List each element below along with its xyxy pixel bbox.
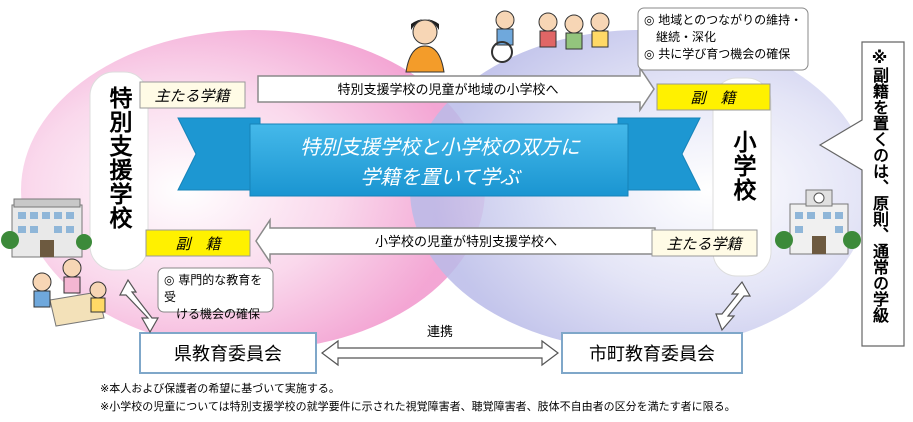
register-sub-right-box <box>656 83 771 111</box>
link-label: 連携 <box>427 324 453 340</box>
prefecture-board-label: 県教育委員会 <box>174 344 282 365</box>
register-main-right-box <box>651 229 758 257</box>
register-main-right-label: 主たる学籍 <box>666 235 743 253</box>
banner-line-1: 特別支援学校と小学校の双方に <box>300 135 581 159</box>
callout-bottom-left-box <box>157 267 274 313</box>
left-vertical-arrow <box>119 278 160 334</box>
bottom-arrow-label: 小学校の児童が特別支援学校へ <box>375 234 557 250</box>
callout-top-right-line-1: ◎ 地域とのつながりの維持・ <box>644 13 803 27</box>
study-group-illustration <box>32 258 107 327</box>
special-school-panel <box>89 71 149 271</box>
register-sub-left-box <box>145 229 251 257</box>
register-sub-left-label: 副 籍 <box>175 235 222 253</box>
top-arrow <box>257 65 655 113</box>
link-double-arrow <box>321 339 559 367</box>
children-illustration <box>491 10 610 63</box>
banner-body <box>249 123 629 197</box>
footnote-2: ※小学校の児童については特別支援学校の就学要件に示された視覚障害者、聴覚障害者、… <box>100 400 736 413</box>
special-school-label: 特別支援学校 <box>105 86 131 230</box>
callout-bottom-left-line-1: ◎ 専門的な教育を受 <box>164 273 263 304</box>
callout-top-right: ◎ 地域とのつながりの維持・ 継続・深化 ◎ 共に学び育つ機会の確保 <box>644 12 806 63</box>
register-sub-right-label: 副 籍 <box>690 89 737 107</box>
bottom-arrow <box>255 217 656 265</box>
register-main-left-box <box>139 81 246 109</box>
callout-top-right-box <box>637 7 809 71</box>
municipal-board-box <box>561 332 743 374</box>
municipal-board-label: 市町教育委員会 <box>589 344 715 365</box>
top-arrow-label: 特別支援学校の児童が地域の小学校へ <box>337 82 558 98</box>
special-school-building-icon <box>1 198 92 258</box>
side-note-box <box>818 41 905 347</box>
side-note-text: ※副籍を置くのは、原則、通常の学級 <box>870 48 889 323</box>
banner-line-2: 学籍を置いて学ぶ <box>360 165 522 189</box>
callout-bottom-left: ◎ 専門的な教育を受 ける機会の確保 <box>164 272 272 323</box>
register-main-left-label: 主たる学籍 <box>154 87 231 105</box>
teacher-illustration <box>405 19 445 73</box>
callout-top-right-line-2: 継続・深化 <box>644 30 717 44</box>
elementary-school-label: 小学校 <box>729 130 755 202</box>
callout-top-right-line-3: ◎ 共に学び育つ機会の確保 <box>644 47 791 61</box>
right-vertical-arrow <box>715 280 752 332</box>
prefecture-board-box <box>139 332 317 374</box>
banner-left-tail <box>177 117 261 191</box>
footnote-1: ※本人および保護者の希望に基づいて実施する。 <box>100 382 340 395</box>
elementary-school-building-icon <box>775 189 861 255</box>
elementary-school-panel <box>712 77 772 277</box>
callout-bottom-left-line-2: ける機会の確保 <box>164 307 261 321</box>
